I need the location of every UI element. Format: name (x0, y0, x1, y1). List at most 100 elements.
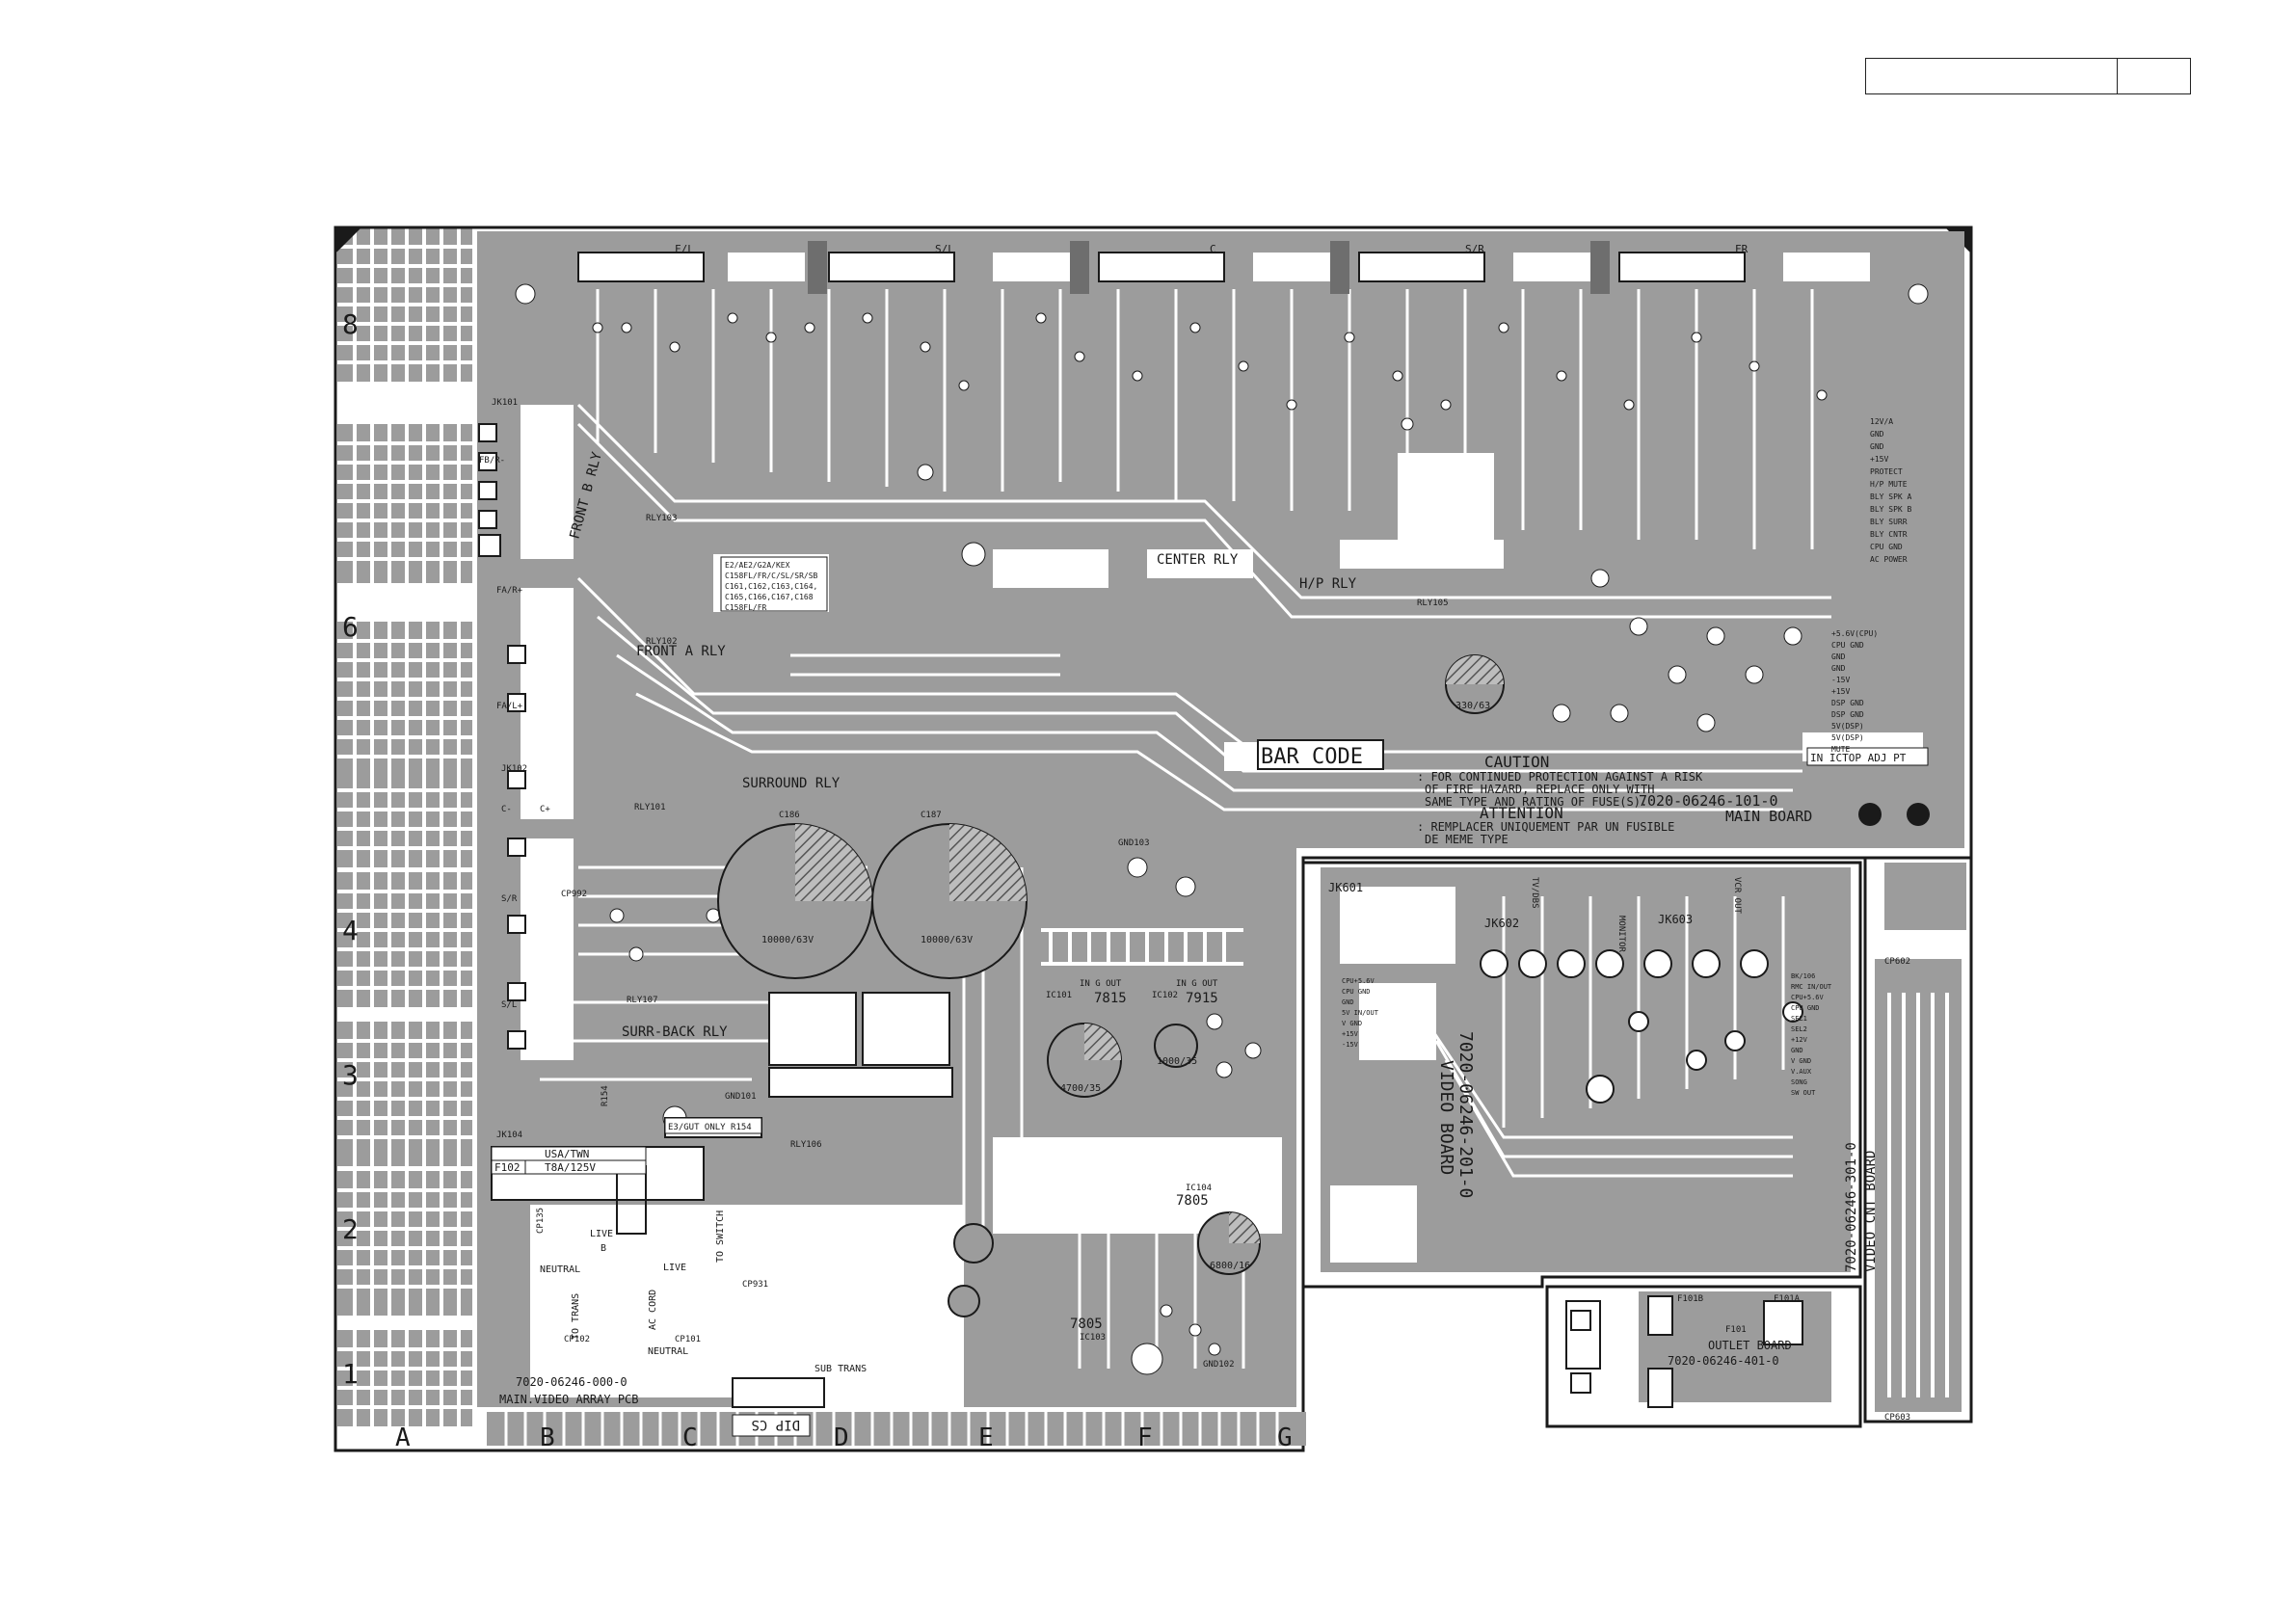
bottom-strip-lines (504, 1412, 1279, 1446)
label-f101b: F101B (1677, 1294, 1703, 1304)
connector-right2-pin-9: 5V(DSP) (1831, 733, 1864, 742)
array-name: MAIN.VIDEO ARRAY PCB (499, 1393, 639, 1406)
connector-right-pin-4: PROTECT (1870, 467, 1903, 476)
e3-gut-label: E3/GUT ONLY R154 (668, 1123, 752, 1132)
outlet-board-parts (1565, 1295, 1803, 1408)
label-rly103: RLY103 (646, 514, 678, 523)
label-fa-l: FA/L+ (496, 702, 523, 711)
caution-title: CAUTION (1484, 753, 1549, 771)
connector-right2-pin-2: GND (1831, 652, 1846, 661)
fuse-rating: T8A/125V (545, 1161, 596, 1174)
label-neutral-2: NEUTRAL (648, 1346, 688, 1357)
connector-cnt-pin-9: V.AUX (1791, 1068, 1812, 1076)
connector-right2-pin-6: DSP GND (1831, 699, 1864, 707)
attention-line-2: DE MEME TYPE (1425, 833, 1508, 846)
label-monitor: MONITOR (1616, 916, 1626, 953)
outlet-board-label: OUTLET BOARD (1708, 1339, 1792, 1352)
channel-sr: S/R (1465, 243, 1484, 255)
connector-cnt-pin-3: CPU GND (1791, 1004, 1820, 1012)
array-code: 7020-06246-000-0 (516, 1375, 627, 1389)
label-cp102: CP102 (564, 1335, 590, 1344)
grid-letter-a: A (395, 1423, 411, 1452)
grid-letter-e: E (978, 1423, 994, 1452)
connector-video-pin-4: V GND (1342, 1020, 1362, 1027)
label-gnd102: GND102 (1203, 1360, 1235, 1370)
fuse-usa-twn: USA/TWN (545, 1148, 589, 1160)
label-c187: C187 (921, 811, 942, 820)
output-transistor-row (577, 252, 1746, 282)
dip-cs-box (732, 1414, 811, 1437)
main-board-copper (477, 231, 1964, 1407)
channel-c: C (1210, 243, 1216, 255)
label-jk603: JK603 (1658, 913, 1693, 926)
connector-video-pin-6: -15V (1342, 1041, 1359, 1049)
rca-jacks (1480, 949, 1803, 1104)
video-board-clearances (1330, 887, 1455, 1263)
connector-video-pin-2: GND (1342, 998, 1354, 1006)
label-gnd101: GND101 (725, 1092, 757, 1102)
label-reg-7805-a: 7805 (1176, 1193, 1209, 1209)
label-rly102: RLY102 (646, 637, 678, 647)
connector-cnt-pin-5: SEL2 (1791, 1025, 1807, 1033)
channel-fr: FR (1735, 243, 1749, 255)
model-note-5: C158FL/FR (725, 603, 767, 612)
label-vcr-out: VCR OUT (1732, 877, 1742, 915)
label-fa-r: FA/R+ (496, 586, 523, 596)
connector-right-pin-10: CPU GND (1870, 543, 1903, 551)
connector-right-pin-9: BLY CNTR (1870, 530, 1908, 539)
label-c-minus: C- (501, 805, 512, 814)
outlet-board-code: 7020-06246-401-0 (1668, 1354, 1779, 1368)
label-f101a: F101A (1774, 1294, 1801, 1304)
connector-right2-pin-1: CPU GND (1831, 641, 1864, 650)
power-labels: TO TRANS AC CORD TO SWITCH SUB TRANS NEU… (540, 1211, 867, 1374)
dip-cs-label: DIP CS (751, 1417, 800, 1432)
in-ictop-box (1806, 747, 1929, 766)
label-r154: R154 (601, 1085, 610, 1106)
grid-number-2: 2 (342, 1213, 359, 1245)
grid-number-3: 3 (342, 1059, 359, 1091)
label-cap-4700: 4700/35 (1060, 1083, 1101, 1094)
video-cnt-label: VIDEO CNT BOARD (1863, 1151, 1879, 1272)
connector-right-pin-0: 12V/A (1870, 417, 1893, 426)
grid-numbers: 8 6 4 3 2 1 (342, 308, 359, 1390)
label-c186: C186 (779, 811, 800, 820)
model-note-box (720, 556, 828, 612)
connector-right-pin-2: GND (1870, 442, 1884, 451)
label-ic101: IC101 (1046, 991, 1072, 1000)
video-cnt-copper-top (1884, 863, 1966, 930)
connector-right2-pin-7: DSP GND (1831, 710, 1864, 719)
cap-1000 (1154, 1024, 1198, 1068)
label-rly105: RLY105 (1417, 599, 1449, 608)
connector-cnt-pin-1: RMC IN/OUT (1791, 983, 1832, 991)
label-surr-back-rly: SURR-BACK RLY (622, 1024, 728, 1040)
component-labels-small: RLY103 RLY102 RLY101 RLY105 RLY106 RLY10… (479, 398, 1910, 1423)
label-cap-330: 330/63 (1455, 701, 1490, 711)
bar-code-box (1257, 739, 1384, 770)
label-cp931: CP931 (742, 1280, 768, 1290)
connector-right2-pin-0: +5.6V(CPU) (1831, 629, 1878, 638)
connector-cnt-pin-4: SEL1 (1791, 1015, 1807, 1023)
label-cap-1000: 1000/35 (1157, 1056, 1197, 1067)
label-surround-rly: SURROUND RLY (742, 776, 841, 791)
caution-line-1: : FOR CONTINUED PROTECTION AGAINST A RIS… (1417, 770, 1703, 784)
in-ictop-label: IN ICTOP ADJ PT (1810, 752, 1907, 764)
connector-cnt-pin-11: SW OUT (1791, 1089, 1816, 1097)
bridge-rectifiers (768, 992, 953, 1098)
title-block-divider (2117, 59, 2118, 93)
video-board-label: VIDEO BOARD (1436, 1060, 1456, 1175)
bar-code-label: BAR CODE (1261, 745, 1363, 769)
label-c-plus: C+ (540, 805, 550, 814)
connector-right-pin-3: +15V (1870, 455, 1888, 464)
label-jk101: JK101 (492, 398, 518, 408)
label-jk104: JK104 (496, 1131, 522, 1140)
regulator-heatsink (1041, 928, 1243, 966)
connector-video-pin-1: CPU GND (1342, 988, 1371, 996)
label-f101: F101 (1725, 1325, 1747, 1335)
label-gnd103: GND103 (1118, 838, 1150, 848)
connector-cnt-pin-8: V GND (1791, 1057, 1811, 1065)
title-block (1865, 58, 2191, 94)
label-ic103: IC103 (1080, 1333, 1106, 1343)
label-s-l: S/L (501, 1000, 517, 1010)
